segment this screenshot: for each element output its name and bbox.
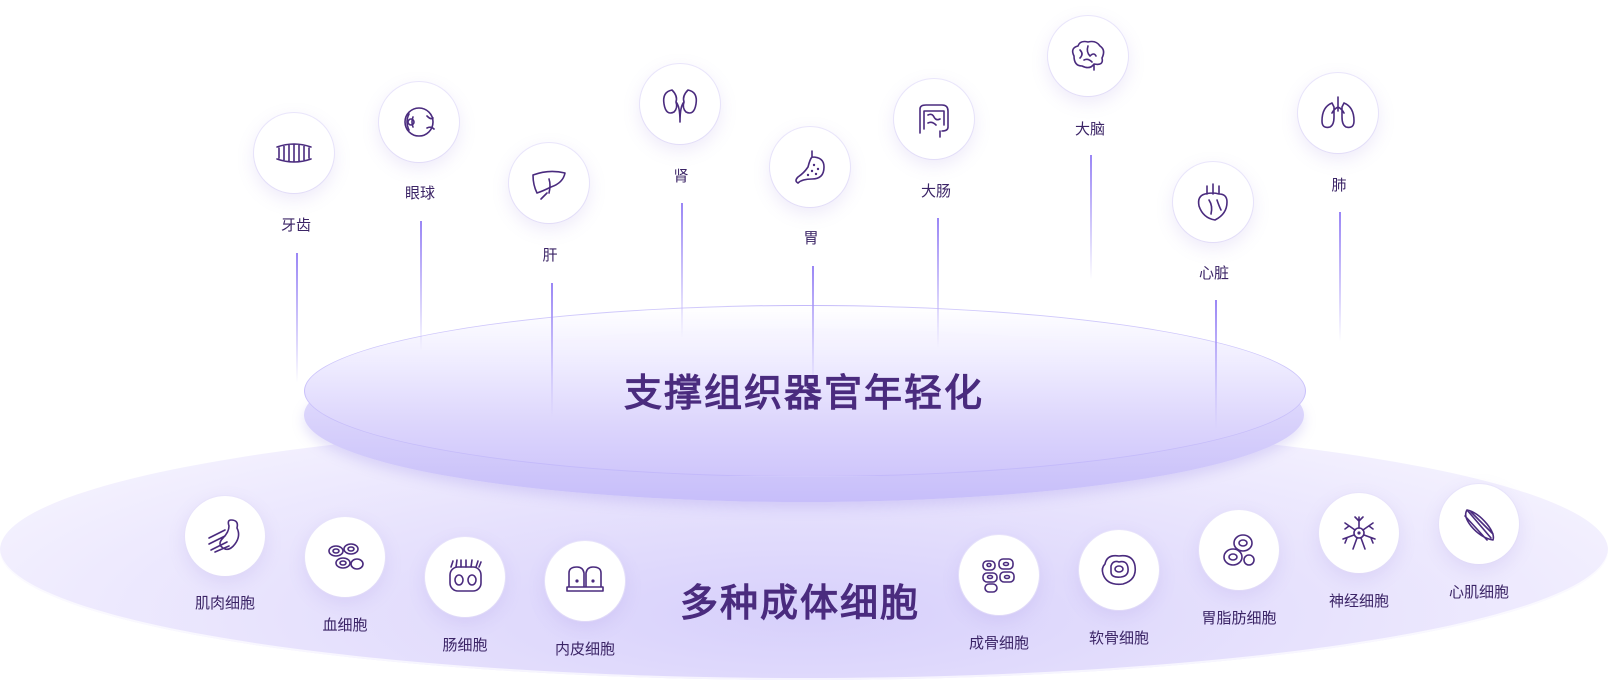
cardiomyocyte-icon — [1439, 484, 1519, 564]
connector-line — [1339, 212, 1341, 342]
organ-label: 肺 — [1331, 176, 1347, 194]
heart-icon — [1173, 162, 1253, 242]
upper-title: 支撑组织器官年轻化 — [623, 371, 984, 415]
eyeball-icon — [379, 82, 459, 162]
muscle-cell-icon — [185, 496, 265, 576]
organ-label: 肝 — [542, 246, 558, 264]
chondrocyte-icon — [1079, 530, 1159, 610]
cell-label: 胃脂肪细胞 — [1201, 609, 1277, 627]
cell-label: 神经细胞 — [1328, 592, 1389, 610]
lung-icon — [1298, 73, 1378, 153]
brain-icon — [1048, 16, 1128, 96]
connector-line — [551, 283, 553, 418]
cell-label: 成骨细胞 — [968, 634, 1029, 652]
adipocyte-icon — [1199, 510, 1279, 590]
large-intestine-icon — [894, 79, 974, 159]
connector-line — [812, 266, 814, 386]
cell-label: 肠细胞 — [442, 636, 488, 654]
connector-line — [420, 221, 422, 351]
connector-line — [681, 203, 683, 338]
cell-label: 肌肉细胞 — [194, 594, 255, 612]
neuron-icon — [1319, 493, 1399, 573]
teeth-icon — [254, 113, 334, 193]
osteoblast-icon — [959, 535, 1039, 615]
organ-label: 胃 — [803, 229, 819, 247]
organ-label: 大肠 — [920, 182, 951, 200]
connector-line — [937, 218, 939, 348]
cell-label: 内皮细胞 — [554, 640, 615, 658]
liver-icon — [509, 143, 589, 223]
cell-label: 血细胞 — [322, 616, 368, 634]
cell-label: 心肌细胞 — [1448, 583, 1509, 601]
endothelial-cell-icon — [545, 541, 625, 621]
organ-label: 眼球 — [404, 184, 435, 202]
organ-label: 心脏 — [1198, 264, 1229, 282]
kidney-icon — [640, 64, 720, 144]
connector-line — [296, 253, 298, 383]
organ-label: 牙齿 — [280, 216, 311, 234]
upper-disc — [304, 305, 1306, 477]
lower-title: 多种成体细胞 — [680, 581, 921, 625]
intestinal-cell-icon — [425, 537, 505, 617]
stomach-icon — [770, 127, 850, 207]
connector-line — [1090, 155, 1092, 280]
cell-label: 软骨细胞 — [1088, 629, 1149, 647]
organ-label: 大脑 — [1074, 120, 1105, 138]
connector-line — [1215, 300, 1217, 430]
blood-cell-icon — [305, 517, 385, 597]
organ-label: 肾 — [673, 167, 689, 185]
